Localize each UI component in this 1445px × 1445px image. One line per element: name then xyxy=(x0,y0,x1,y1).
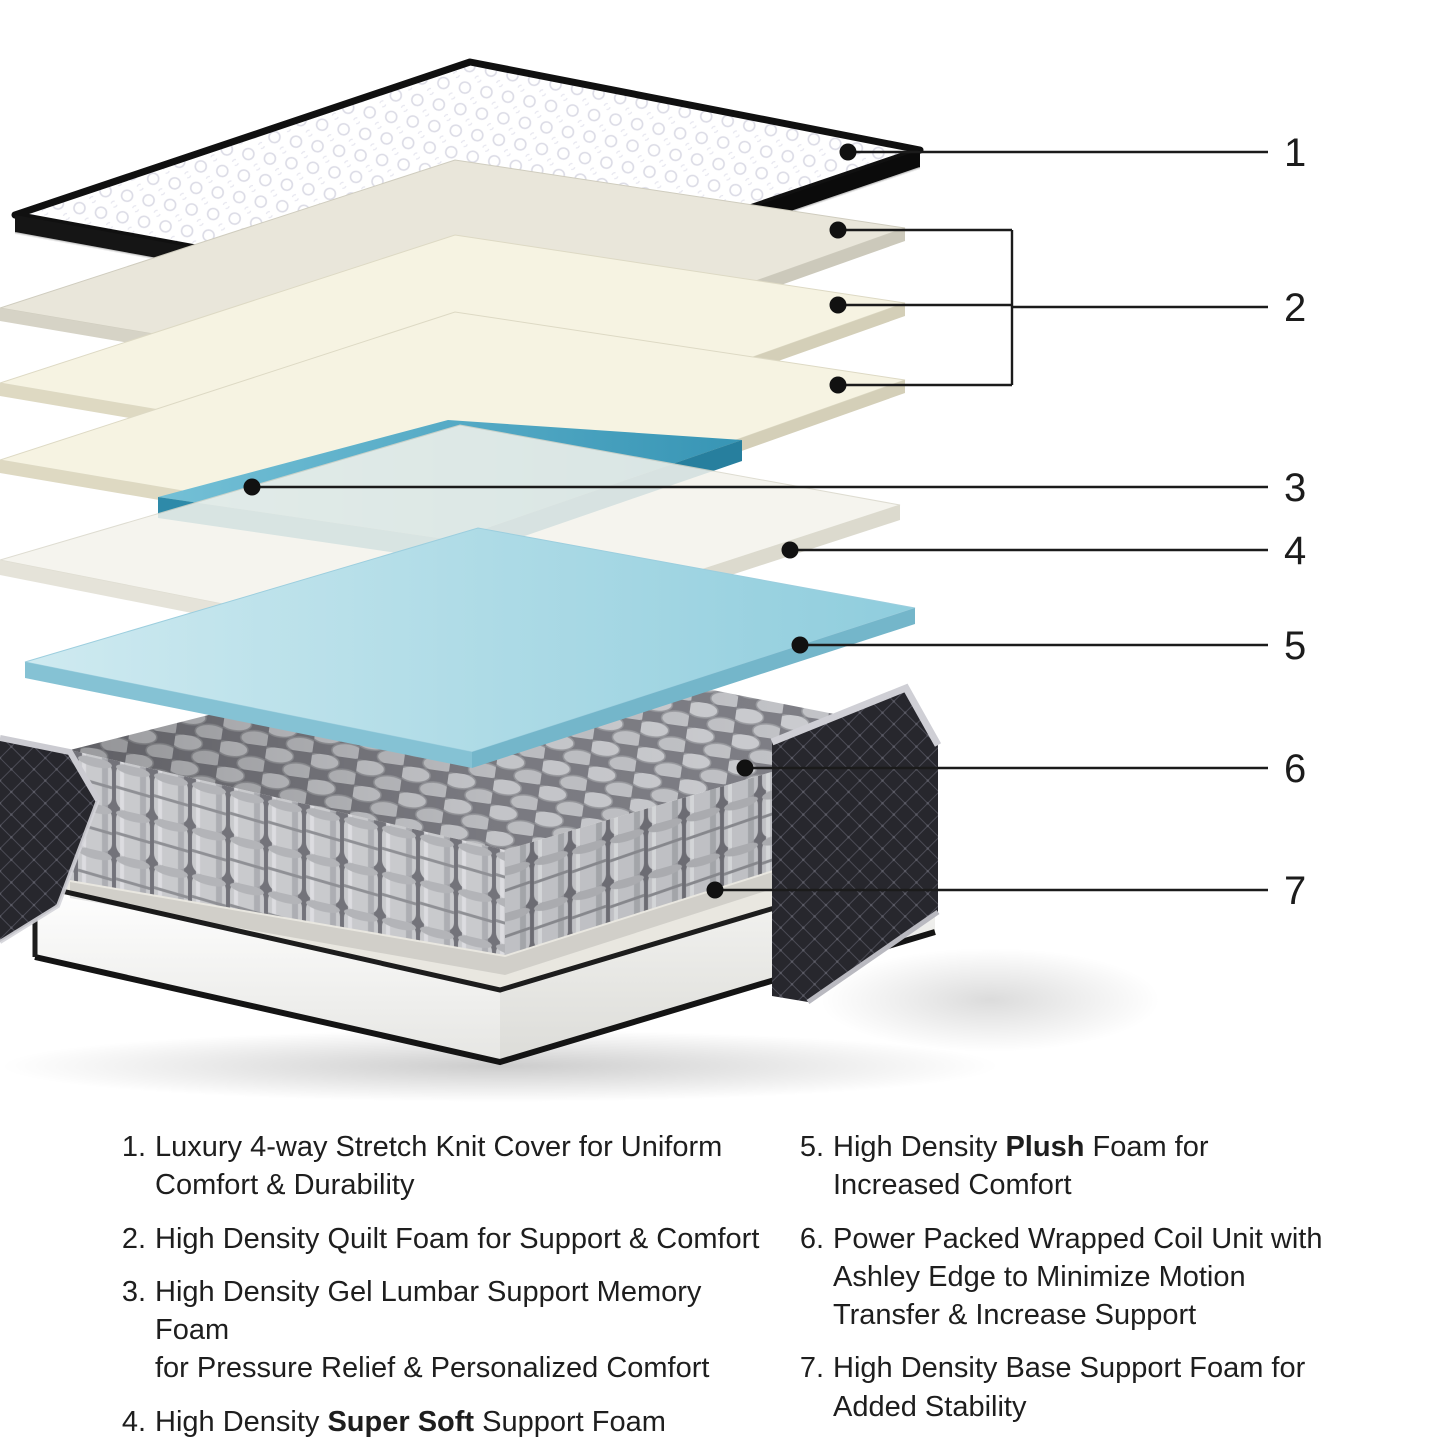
legend-item-7-text: High Density Base Support Foam for Added… xyxy=(833,1352,1306,1423)
legend-item-1: 1. Luxury 4-way Stretch Knit Cover for U… xyxy=(112,1128,760,1205)
legend-item-5-number: 5. xyxy=(799,1131,824,1163)
callout-number-4: 4 xyxy=(1284,529,1306,573)
callout-number-3: 3 xyxy=(1284,466,1306,510)
callout-dot-1 xyxy=(839,143,857,161)
callout-dot-2c xyxy=(829,376,847,394)
legend-item-5: 5. High Density Plush Foam for Increased… xyxy=(790,1128,1360,1205)
legend-item-6-number: 6. xyxy=(799,1222,824,1255)
mattress-exploded-diagram: 1 2 3 4 5 6 7 xyxy=(0,58,1306,1102)
callout-dot-2b xyxy=(829,296,847,314)
legend-item-6-text: Power Packed Wrapped Coil Unit with Ashl… xyxy=(833,1222,1323,1332)
callout-dot-5 xyxy=(791,636,809,654)
legend-item-4-text: High Density Super Soft Support Foam xyxy=(155,1405,666,1438)
legend-right-column: 5. High Density Plush Foam for Increased… xyxy=(790,1128,1360,1441)
callout-dot-4 xyxy=(781,541,799,559)
callout-number-6: 6 xyxy=(1284,747,1306,791)
legend-item-1-number: 1. xyxy=(121,1131,146,1163)
legend-item-2-text: High Density Quilt Foam for Support & Co… xyxy=(155,1222,760,1255)
legend-item-2-number: 2. xyxy=(121,1222,146,1255)
callout-number-1: 1 xyxy=(1284,131,1306,175)
callout-number-5: 5 xyxy=(1284,624,1306,668)
legend-item-1-text: Luxury 4-way Stretch Knit Cover for Unif… xyxy=(155,1131,723,1202)
callout-lines xyxy=(252,150,1268,892)
legend-item-4-number: 4. xyxy=(121,1405,146,1438)
legend-item-7-number: 7. xyxy=(799,1352,824,1385)
legend-item-6: 6. Power Packed Wrapped Coil Unit with A… xyxy=(790,1220,1360,1335)
legend-item-3-number: 3. xyxy=(121,1275,146,1308)
callout-dot-3 xyxy=(243,478,261,496)
side-cover-left xyxy=(0,735,101,944)
side-cover-right xyxy=(770,683,942,1005)
legend-left-column: 1. Luxury 4-way Stretch Knit Cover for U… xyxy=(112,1128,760,1445)
legend-item-3-text: High Density Gel Lumbar Support Memory F… xyxy=(155,1275,710,1385)
legend-item-3: 3. High Density Gel Lumbar Support Memor… xyxy=(112,1273,760,1388)
callout-dot-6 xyxy=(736,759,754,777)
callout-number-2: 2 xyxy=(1284,286,1306,330)
legend-item-2: 2. High Density Quilt Foam for Support &… xyxy=(112,1220,760,1258)
legend-item-5-text: High Density Plush Foam for Increased Co… xyxy=(833,1131,1209,1202)
legend-item-4: 4. High Density Super Soft Support Foam xyxy=(112,1403,760,1441)
floor-shadow xyxy=(0,1030,1000,1102)
legend-item-7: 7. High Density Base Support Foam for Ad… xyxy=(790,1349,1360,1426)
callout-dots xyxy=(243,143,857,899)
callout-numbers: 1 2 3 4 5 6 7 xyxy=(1284,131,1306,913)
floor-shadow-right xyxy=(820,948,1160,1052)
callout-line-2-bracket xyxy=(838,228,1268,387)
callout-dot-2a xyxy=(829,221,847,239)
callout-dot-7 xyxy=(706,881,724,899)
callout-number-7: 7 xyxy=(1284,869,1306,913)
base-unit xyxy=(0,645,942,1066)
